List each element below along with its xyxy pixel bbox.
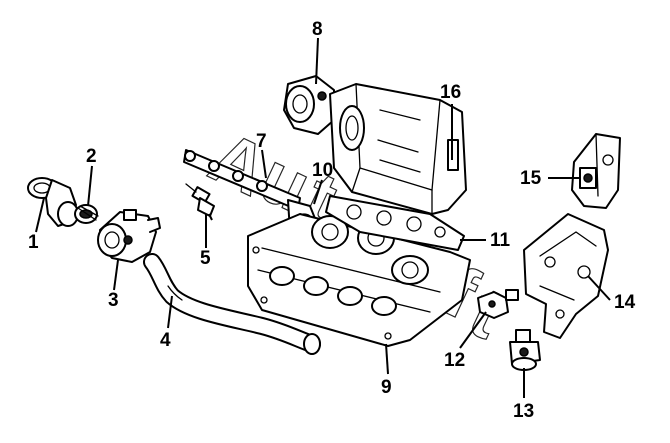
part-15-engine-mount — [571, 133, 621, 209]
callout-10: 10 — [312, 160, 333, 181]
callout-15: 15 — [520, 168, 542, 189]
callout-16: 16 — [440, 82, 461, 103]
callout-9: 9 — [381, 377, 392, 398]
part-3-thermostat-housing — [97, 209, 161, 263]
callout-8: 8 — [312, 19, 323, 40]
part-1-water-outlet — [27, 177, 79, 227]
callout-11: 11 — [490, 230, 511, 251]
part-4-coolant-hose — [143, 253, 321, 355]
part-16-intake-plenum — [329, 83, 467, 215]
callout-1: 1 — [28, 232, 39, 253]
part-8-throttle-body — [283, 75, 335, 135]
part-2-thermostat — [74, 204, 99, 224]
part-5-temperature-sensor — [185, 183, 215, 221]
part-14-engine-mount-bracket — [523, 213, 609, 339]
callout-2: 2 — [86, 146, 97, 167]
part-13-pressure-sensor — [509, 329, 541, 371]
callout-13: 13 — [513, 401, 534, 422]
callout-labels: 1 2 3 4 5 7 8 9 10 11 12 13 14 15 16 — [28, 19, 636, 422]
callout-3: 3 — [108, 290, 119, 311]
callout-14: 14 — [614, 292, 636, 313]
callout-12: 12 — [444, 350, 465, 371]
callout-4: 4 — [160, 330, 171, 351]
callout-7: 7 — [256, 131, 267, 152]
part-9-intake-manifold — [247, 213, 471, 347]
leader-lines — [35, 37, 611, 398]
part-12-sensor — [477, 289, 519, 319]
callout-5: 5 — [200, 248, 211, 269]
